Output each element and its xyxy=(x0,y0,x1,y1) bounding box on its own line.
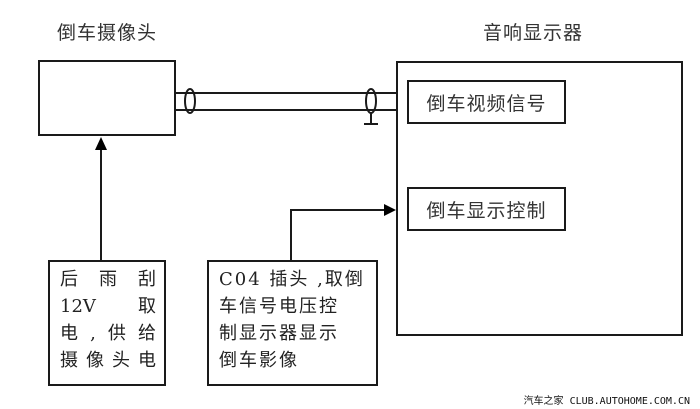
power-note-line-3: 电 , 供 给 xyxy=(60,320,156,347)
note-char: 刮 xyxy=(138,269,156,290)
note-char: 后 xyxy=(60,269,78,290)
video-signal-box: 倒车视频信号 xyxy=(407,80,566,124)
note-char: 给 xyxy=(137,323,156,344)
camera-title: 倒车摄像头 xyxy=(57,22,158,44)
display-title: 音响显示器 xyxy=(483,22,584,44)
power-note-line-2: 12V 取 xyxy=(60,293,156,320)
control-arrow-line xyxy=(290,209,385,260)
power-note-line-1: 后 雨 刮 xyxy=(60,266,156,293)
note-char: 像 xyxy=(86,350,104,371)
display-control-box: 倒车显示控制 xyxy=(407,187,566,231)
video-signal-label: 倒车视频信号 xyxy=(426,92,547,115)
control-note-box: C04 插头 ,取倒 车信号电压控 制显示器显示 倒车影像 xyxy=(207,260,378,386)
control-note-line-3: 制显示器显示 xyxy=(219,323,339,344)
control-note-line-2: 车信号电压控 xyxy=(219,296,339,317)
watermark: 汽车之家 CLUB.AUTOHOME.COM.CN xyxy=(523,396,690,407)
note-char: 电 xyxy=(60,323,78,344)
camera-box xyxy=(38,60,176,136)
note-char: 供 xyxy=(107,323,126,344)
note-char: 电 xyxy=(138,350,156,371)
arrow-up-icon xyxy=(95,137,107,150)
note-char: 12V xyxy=(60,296,96,317)
power-note-box: 后 雨 刮 12V 取 电 , 供 给 摄 像 头 电 xyxy=(48,260,166,386)
note-char: 摄 xyxy=(60,350,78,371)
display-control-label: 倒车显示控制 xyxy=(426,199,547,222)
note-char: , xyxy=(90,323,96,344)
note-char: 头 xyxy=(112,350,130,371)
control-note-line-1: C04 插头 ,取倒 xyxy=(219,269,365,290)
arrow-right-icon xyxy=(384,204,396,216)
note-char: 雨 xyxy=(99,269,117,290)
power-note-line-4: 摄 像 头 电 xyxy=(60,347,156,374)
control-note-line-4: 倒车影像 xyxy=(219,350,299,371)
note-char: 取 xyxy=(138,296,156,317)
shield-ring-icon xyxy=(184,88,196,114)
